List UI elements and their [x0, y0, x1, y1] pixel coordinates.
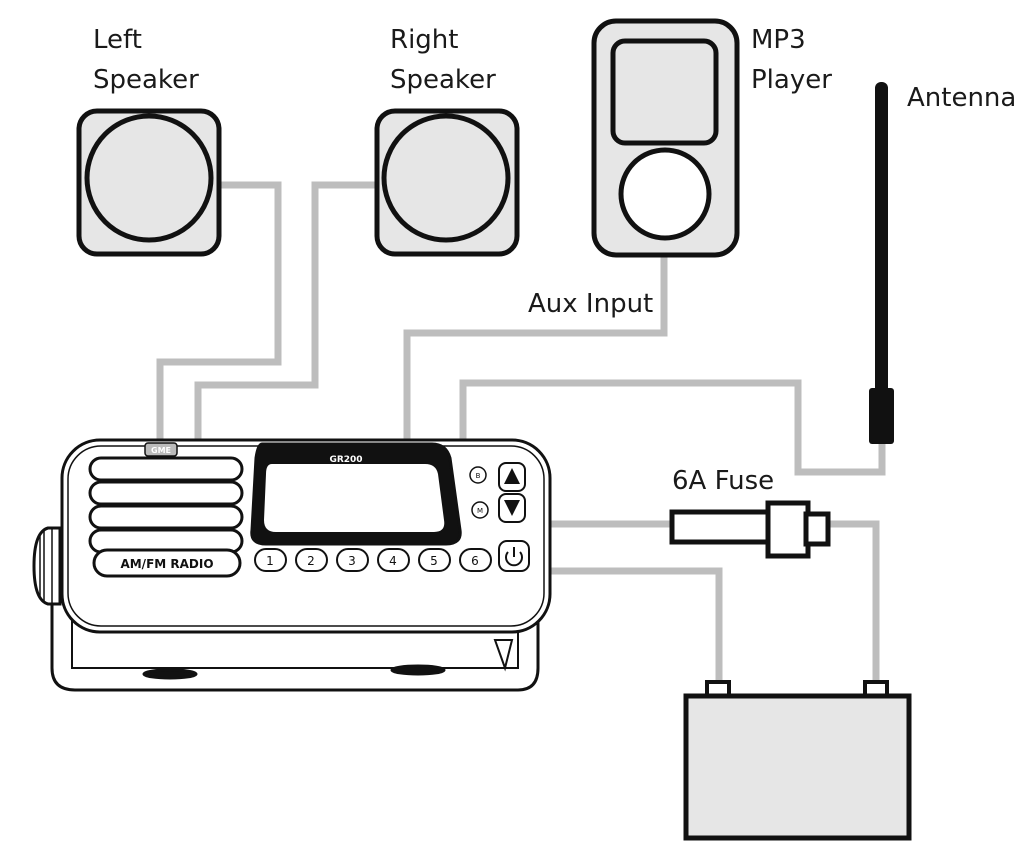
preset-button-5[interactable]	[418, 548, 451, 572]
power-icon	[505, 547, 523, 567]
volume-knob	[32, 526, 62, 606]
right-speaker-cone	[381, 113, 511, 243]
fuse-wire-battery-side	[828, 520, 880, 684]
left-speaker	[76, 108, 222, 257]
am-fm-label-plate	[92, 548, 242, 578]
band-button-label: B	[476, 472, 481, 480]
grille-slot-1	[88, 456, 244, 482]
brand-badge	[144, 442, 178, 457]
antenna-wire	[459, 379, 886, 476]
aux-input-label: Aux Input	[528, 289, 653, 319]
grille-slot-2	[88, 480, 244, 506]
fuse-label: 6A Fuse	[672, 466, 774, 496]
aux-input-wire	[403, 255, 668, 440]
mp3-player-wheel	[618, 147, 712, 241]
preset-label-5: 5	[430, 554, 438, 568]
preset-button-2[interactable]	[295, 548, 328, 572]
mp3-player-label-line2: Player	[751, 65, 832, 95]
antenna-base	[869, 388, 894, 444]
preset-button-4[interactable]	[377, 548, 410, 572]
right-speaker-wire	[194, 181, 378, 440]
fuse-holder	[765, 500, 811, 559]
preset-label-1: 1	[266, 554, 274, 568]
mp3-player-label-line1: MP3	[751, 25, 806, 55]
antenna	[869, 82, 894, 444]
band-button[interactable]	[469, 466, 487, 484]
radio-unit	[32, 438, 552, 692]
mode-button[interactable]	[471, 501, 489, 519]
up-arrow-icon	[504, 468, 520, 484]
left-speaker-wire	[156, 181, 282, 440]
grille-slot-3	[88, 504, 244, 530]
display-screen	[264, 464, 445, 532]
preset-button-1[interactable]	[254, 548, 287, 572]
battery	[683, 680, 912, 841]
mp3-player-screen	[610, 38, 719, 146]
right-speaker-label-line1: Right	[390, 25, 458, 55]
preset-label-2: 2	[307, 554, 315, 568]
brand-logo-text: GME	[151, 446, 171, 455]
right-speaker-label-line2: Speaker	[390, 65, 496, 95]
model-label: GR200	[329, 455, 362, 465]
preset-label-4: 4	[389, 554, 397, 568]
battery-body	[683, 693, 912, 841]
am-fm-radio-label: AM/FM RADIO	[120, 557, 213, 571]
left-speaker-label-line2: Speaker	[93, 65, 199, 95]
preset-button-6[interactable]	[459, 548, 492, 572]
fuse-cap	[803, 511, 831, 547]
wires	[156, 181, 886, 684]
right-speaker	[374, 108, 520, 257]
left-speaker-cone	[84, 113, 214, 243]
preset-label-3: 3	[348, 554, 356, 568]
fuse	[669, 500, 831, 559]
preset-label-6: 6	[471, 554, 479, 568]
left-speaker-label-line1: Left	[93, 25, 142, 55]
mode-button-label: M	[477, 507, 483, 515]
down-arrow-icon	[504, 500, 520, 516]
antenna-label: Antenna	[907, 83, 1014, 113]
mp3-player	[591, 18, 740, 258]
negative-wire	[548, 567, 723, 684]
preset-button-3[interactable]	[336, 548, 369, 572]
